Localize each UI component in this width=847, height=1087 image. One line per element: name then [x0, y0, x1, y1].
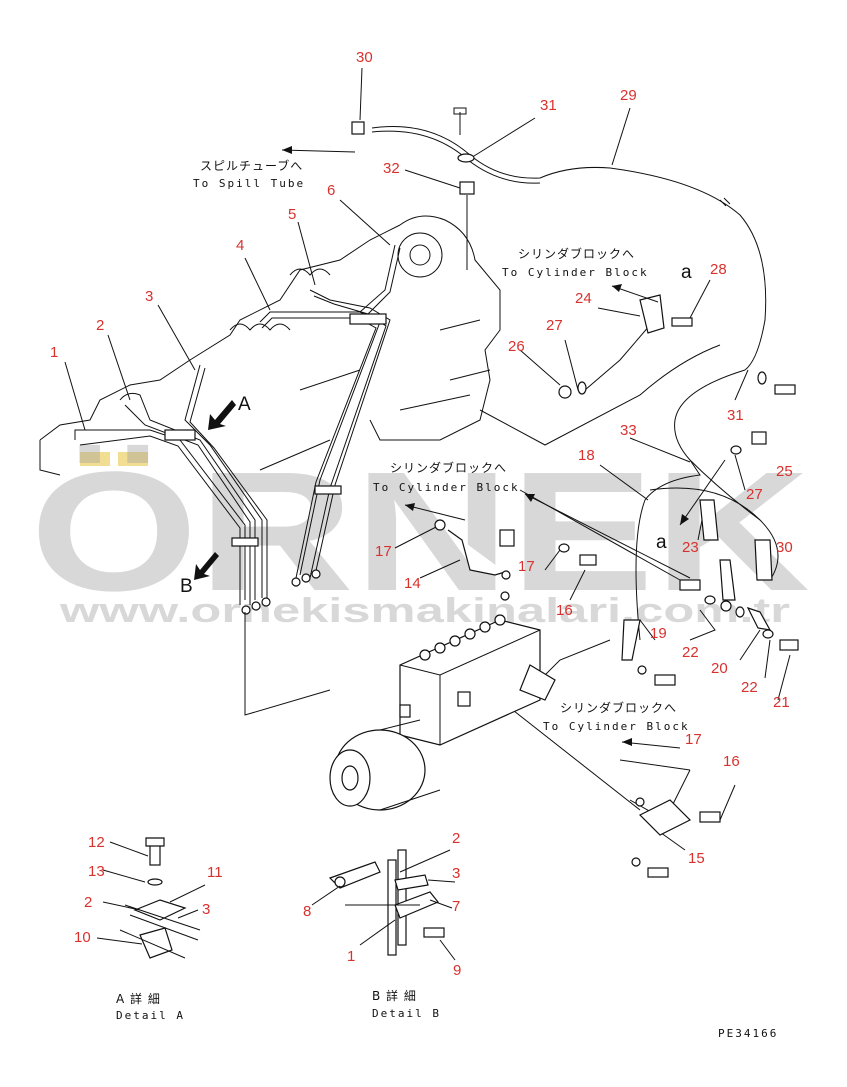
callout-32: 32 — [383, 160, 400, 177]
callout-14: 14 — [404, 575, 421, 592]
callout-19: 19 — [650, 625, 667, 642]
callout-numbers: 30 31 29 32 6 5 4 3 2 1 28 24 27 26 31 3… — [50, 49, 793, 979]
detail-b-drawing — [311, 849, 456, 961]
callout-30: 30 — [776, 539, 793, 556]
callout-27: 27 — [746, 486, 763, 503]
arrow-left-icon — [612, 284, 622, 292]
callout-30: 30 — [356, 49, 373, 66]
view-b-arrow-icon — [194, 552, 219, 580]
label-arrows — [281, 146, 726, 749]
arrow-left-icon — [622, 738, 632, 746]
detail-a-drawing — [96, 837, 206, 959]
arrow-down-icon — [680, 514, 689, 525]
callout-3: 3 — [145, 288, 153, 305]
callout-26: 26 — [508, 338, 525, 355]
callout-31: 31 — [727, 407, 744, 424]
detail-b-title-en: Detail B — [372, 1007, 441, 1020]
detail-a-callout-12: 12 — [88, 834, 105, 851]
callout-1: 1 — [50, 344, 58, 361]
callout-33: 33 — [620, 422, 637, 439]
watermark-umlaut-dot — [118, 452, 148, 466]
callout-23: 23 — [682, 539, 699, 556]
callout-16: 16 — [556, 602, 573, 619]
callout-4: 4 — [236, 237, 244, 254]
detail-a-callout-10: 10 — [74, 929, 91, 946]
callout-22: 22 — [682, 644, 699, 661]
watermark: ÖRNEK www.ornekismakinalari.com.tr — [30, 437, 810, 630]
callout-6: 6 — [327, 182, 335, 199]
callout-17: 17 — [518, 558, 535, 575]
callout-28: 28 — [710, 261, 727, 278]
spill-hose-assembly — [351, 107, 779, 641]
callout-20: 20 — [711, 660, 728, 677]
detail-b-callout-8: 8 — [303, 903, 311, 920]
callout-27: 27 — [546, 317, 563, 334]
injection-pipes — [74, 244, 401, 716]
detail-b-callout-7: 7 — [452, 898, 460, 915]
watermark-umlaut-dot — [80, 452, 110, 466]
callout-2: 2 — [96, 317, 104, 334]
drawing-number: PE34166 — [718, 1027, 778, 1040]
small-parts — [434, 294, 799, 878]
engine-block-outline — [39, 215, 501, 476]
text-labels: スピルチューブへ To Spill Tube シリンダブロックへ To Cyli… — [116, 158, 778, 1040]
detail-b-callout-9: 9 — [453, 962, 461, 979]
arrow-left-icon — [405, 503, 415, 511]
detail-a-callout-13: 13 — [88, 863, 105, 880]
detail-a-callout-2: 2 — [84, 894, 92, 911]
spill-tube-label-en: To Spill Tube — [193, 177, 305, 190]
mark-a-2: a — [656, 532, 667, 553]
spill-tube-label-jp: スピルチューブへ — [200, 158, 303, 173]
watermark-brand: ÖRNEK — [30, 437, 810, 627]
cylinder-block-label-jp-2: シリンダブロックへ — [390, 460, 507, 475]
detail-a-title-en: Detail A — [116, 1009, 185, 1022]
callout-17: 17 — [685, 731, 702, 748]
detail-a-callout-11: 11 — [207, 864, 223, 881]
detail-b-title-jp: B 詳 細 — [372, 988, 417, 1003]
callout-17: 17 — [375, 543, 392, 560]
mark-a-1: a — [681, 262, 692, 283]
cylinder-block-label-jp-3: シリンダブロックへ — [560, 700, 677, 715]
cylinder-block-label-en-2: To Cylinder Block — [373, 481, 520, 494]
callout-18: 18 — [578, 447, 595, 464]
callout-16: 16 — [723, 753, 740, 770]
callout-24: 24 — [575, 290, 592, 307]
detail-a-title-jp: A 詳 細 — [116, 991, 161, 1006]
view-a-arrow-icon — [208, 400, 236, 430]
watermark-url: www.ornekismakinalari.com.tr — [59, 592, 790, 630]
callout-25: 25 — [776, 463, 793, 480]
arrow-left-icon — [525, 494, 535, 502]
callout-5: 5 — [288, 206, 296, 223]
cylinder-block-label-en-1: To Cylinder Block — [502, 266, 649, 279]
arrow-left-icon — [282, 146, 292, 154]
detail-a-callout-3: 3 — [202, 901, 210, 918]
detail-b-callout-3: 3 — [452, 865, 460, 882]
callout-29: 29 — [620, 87, 637, 104]
detail-b-callout-2: 2 — [452, 830, 460, 847]
detail-b-callout-1: 1 — [347, 948, 355, 965]
view-b-label: B — [180, 576, 193, 597]
cylinder-block-label-jp-1: シリンダブロックへ — [518, 246, 635, 261]
cylinder-block-label-en-3: To Cylinder Block — [543, 720, 690, 733]
callout-22: 22 — [741, 679, 758, 696]
view-arrows: A B — [180, 394, 251, 597]
callout-21: 21 — [773, 694, 790, 711]
view-a-label: A — [238, 394, 251, 415]
callout-31: 31 — [540, 97, 557, 114]
injection-pump — [329, 614, 556, 811]
callout-15: 15 — [688, 850, 705, 867]
